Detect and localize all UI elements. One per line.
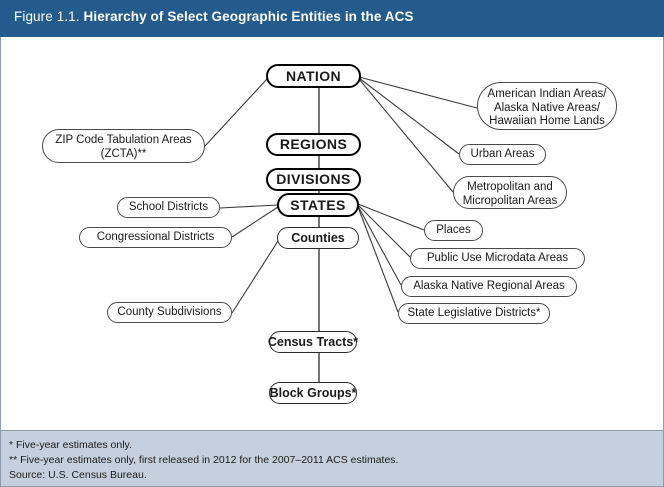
figure-title-bar: Figure 1.1. Hierarchy of Select Geograph… (0, 0, 664, 37)
footnote-double-asterisk: ** Five-year estimates only, first relea… (9, 453, 399, 466)
node-state-legislative-label: State Legislative Districts* (407, 306, 541, 319)
edge-states-pumas (357, 204, 411, 258)
node-counties-label: Counties (291, 230, 345, 245)
node-nation-label: NATION (285, 67, 342, 84)
node-county-subdivisions[interactable]: County Subdivisions (107, 302, 232, 323)
node-nation[interactable]: NATION (266, 64, 361, 88)
node-congressional-districts[interactable]: Congressional Districts (79, 227, 232, 248)
node-block-groups[interactable]: Block Groups* (269, 382, 357, 404)
node-american-indian-label-line2: Alaska Native Areas/ (493, 101, 601, 114)
node-divisions-label: DIVISIONS (276, 171, 351, 188)
node-alaska-native-regional-label: Alaska Native Regional Areas (413, 279, 565, 292)
node-metro-label-line1: Metropolitan and (467, 181, 553, 193)
edge-nation-metro (358, 78, 454, 193)
edge-counties-subdivisions (231, 240, 279, 314)
node-pumas-label: Public Use Microdata Areas (426, 251, 569, 264)
node-american-indian-label-line3: Hawaiian Home Lands (489, 115, 605, 128)
node-census-tracts-label: Census Tracts* (267, 334, 359, 349)
edge-states-state-legislative (357, 206, 399, 313)
node-zcta-label-line1: ZIP Code Tabulation Areas (55, 134, 192, 146)
node-metro-label-line2: Micropolitan Areas (462, 194, 558, 207)
page-title: Figure 1.1. Hierarchy of Select Geograph… (14, 9, 414, 24)
node-school-districts[interactable]: School Districts (117, 197, 220, 218)
node-census-tracts[interactable]: Census Tracts* (267, 331, 359, 353)
node-zcta[interactable]: ZIP Code Tabulation Areas (ZCTA)** (42, 129, 205, 163)
edge-nation-urban-areas (358, 77, 460, 155)
node-states-label: STATES (290, 196, 346, 213)
figure-number: Figure 1.1. (14, 9, 80, 24)
node-block-groups-label: Block Groups* (269, 385, 357, 400)
edge-states-alaska-native (357, 205, 402, 286)
figure-title: Hierarchy of Select Geographic Entities … (83, 9, 414, 24)
node-places[interactable]: Places (424, 220, 483, 241)
node-zcta-label-line2: (ZCTA)** (100, 147, 147, 160)
edge-nation-zcta (204, 78, 268, 147)
edge-states-congressional-districts (231, 206, 279, 238)
footnote-single-asterisk: * Five-year estimates only. (9, 439, 132, 451)
source-line: Source: U.S. Census Bureau. (9, 468, 147, 481)
node-regions[interactable]: REGIONS (266, 133, 361, 156)
node-state-legislative-districts[interactable]: State Legislative Districts* (398, 303, 550, 324)
node-public-use-microdata-areas[interactable]: Public Use Microdata Areas (410, 248, 585, 269)
node-congressional-districts-label: Congressional Districts (96, 230, 215, 243)
node-divisions[interactable]: DIVISIONS (266, 168, 361, 191)
node-county-subdivisions-label: County Subdivisions (117, 305, 222, 318)
diagram-canvas: NATION REGIONS DIVISIONS STATES Counties… (0, 37, 664, 430)
node-urban-areas[interactable]: Urban Areas (459, 144, 546, 165)
node-alaska-native-regional-areas[interactable]: Alaska Native Regional Areas (401, 276, 577, 297)
figure-footer: * Five-year estimates only. ** Five-year… (0, 430, 664, 487)
edge-states-places (357, 203, 425, 231)
node-places-label: Places (436, 223, 471, 236)
node-states[interactable]: STATES (277, 193, 359, 217)
node-counties[interactable]: Counties (277, 227, 359, 249)
node-urban-areas-label: Urban Areas (470, 147, 535, 160)
node-regions-label: REGIONS (279, 136, 348, 153)
edge-nation-american-indian (358, 76, 478, 109)
node-school-districts-label: School Districts (128, 200, 209, 213)
node-metropolitan-micropolitan[interactable]: Metropolitan and Micropolitan Areas (453, 176, 567, 209)
edge-states-school-districts (219, 204, 279, 209)
node-american-indian-areas[interactable]: American Indian Areas/ Alaska Native Are… (477, 82, 617, 130)
node-american-indian-label-line1: American Indian Areas/ (487, 88, 607, 100)
connector-lines (204, 76, 478, 382)
